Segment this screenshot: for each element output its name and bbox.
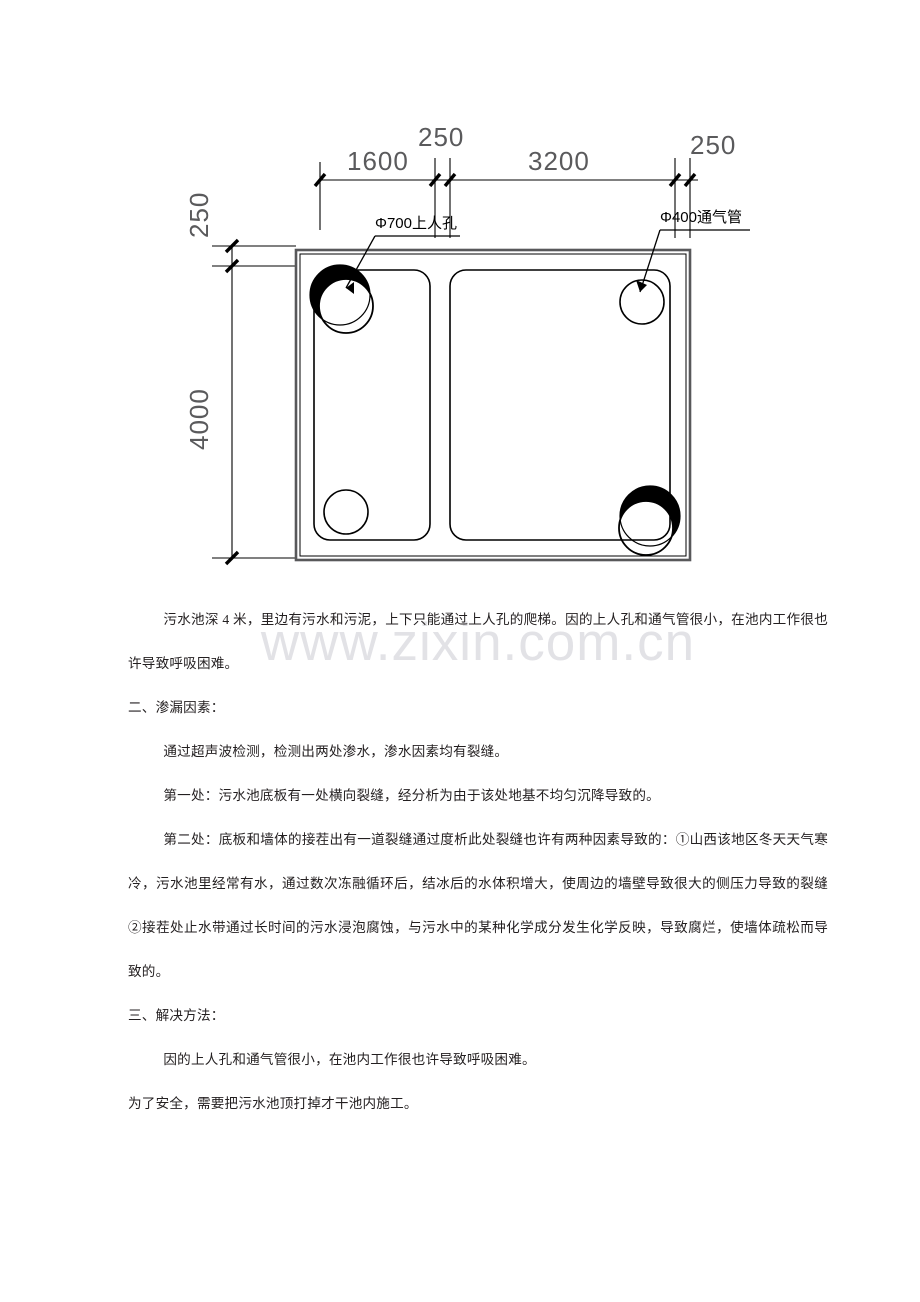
site-watermark: www.zixin.com.cn — [260, 613, 696, 672]
bottom-right-shading — [620, 486, 680, 546]
bottom-right-circle — [618, 500, 674, 556]
opening-bottom-left — [323, 489, 369, 535]
paragraph-safety: 为了安全，需要把污水池顶打掉才干池内施工。 — [128, 1096, 418, 1111]
callout-manhole-leader — [345, 235, 460, 289]
paragraph-ultrasonic: 通过超声波检测，检测出两处渗水，渗水因素均有裂缝。 — [163, 744, 509, 759]
callout-manhole-line — [345, 235, 376, 289]
opening-manhole-700 — [309, 264, 374, 334]
dim-top-250-a: 250 — [418, 122, 464, 152]
dim-top-1600: 1600 — [347, 146, 409, 176]
paragraph-intro: 污水池深 4 米，里边有污水和污泥，上下只能通过上人孔的爬梯。因的上人孔和通气管… — [128, 612, 828, 671]
paragraph-solution-note: 因的上人孔和通气管很小，在池内工作很也许导致呼吸困难。 — [163, 1052, 536, 1067]
callout-manhole-arrow-icon — [346, 282, 354, 294]
heading-leak-causes: 二、渗漏因素： — [128, 700, 225, 715]
opening-vent-400 — [619, 279, 665, 325]
chamber-left — [313, 269, 431, 541]
dimension-ticks-left — [224, 238, 240, 566]
tank-outer-wall-inner-line — [299, 253, 687, 557]
callout-vent-label: Φ400通气管 — [660, 209, 742, 226]
dim-top-3200: 3200 — [528, 146, 590, 176]
manhole-outer-circle — [309, 264, 371, 326]
bottom-right-outer-circle — [619, 485, 681, 547]
callout-vent-leader — [639, 229, 750, 293]
dimension-ticks-top — [313, 172, 697, 188]
callout-vent-line — [639, 229, 661, 293]
dimension-string-left — [212, 245, 296, 559]
chamber-right — [449, 269, 671, 541]
dim-left-4000: 4000 — [184, 388, 214, 450]
document-body: 污水池深 4 米，里边有污水和污泥，上下只能通过上人孔的爬梯。因的上人孔和通气管… — [128, 598, 828, 1126]
tank-outer-wall — [294, 248, 692, 562]
manhole-circle — [318, 278, 374, 334]
dim-left-250: 250 — [184, 192, 214, 238]
dimension-string-top — [319, 158, 698, 238]
dim-top-250-b: 250 — [690, 130, 736, 160]
paragraph-first-crack: 第一处：污水池底板有一处横向裂缝，经分析为由于该处地基不均匀沉降导致的。 — [163, 788, 660, 803]
opening-bottom-right — [618, 485, 681, 556]
callout-manhole-label: Φ700上人孔 — [375, 215, 457, 232]
sewage-tank-plan-drawing: 1600 250 3200 250 250 4000 — [150, 110, 850, 590]
heading-solution: 三、解决方法： — [128, 1008, 225, 1023]
paragraph-second-crack: 第二处：底板和墙体的接茬出有一道裂缝通过度析此处裂缝也许有两种因素导致的：①山西… — [128, 832, 828, 979]
callout-vent-arrow-icon — [636, 280, 647, 292]
